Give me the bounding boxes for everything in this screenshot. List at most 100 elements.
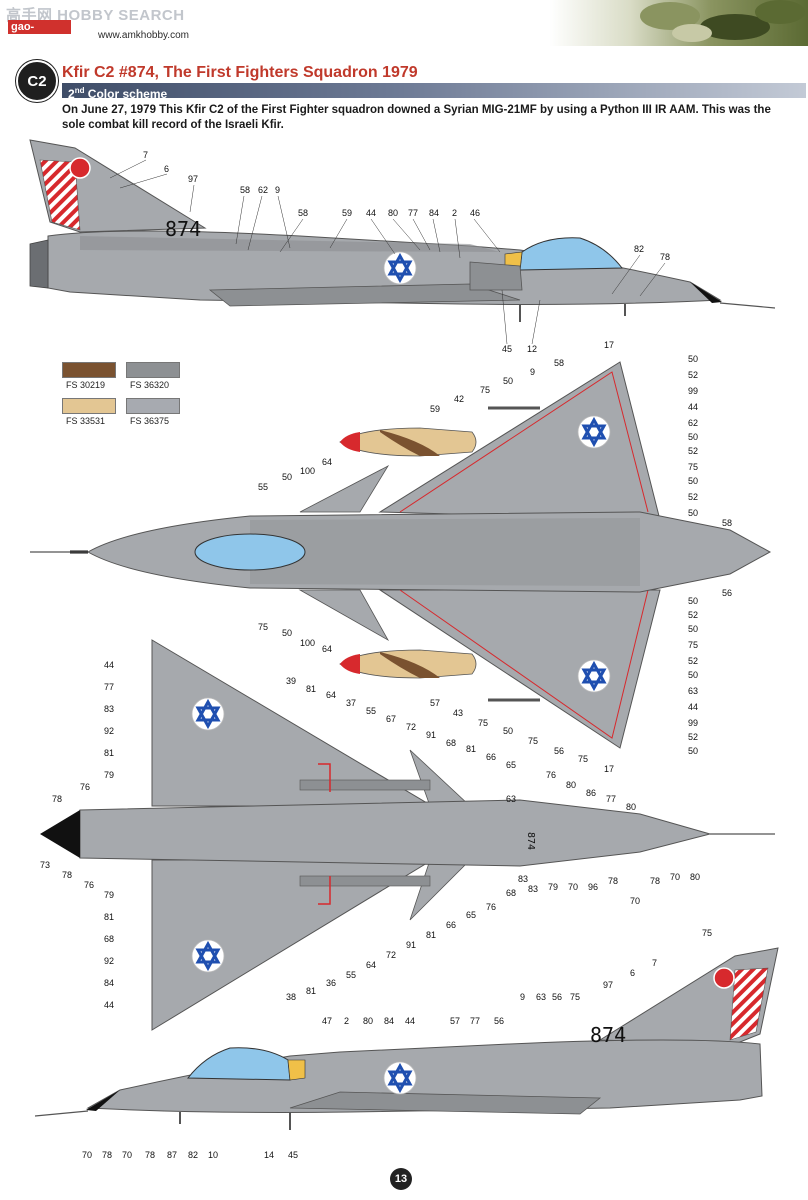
svg-text:87: 87 (167, 1150, 177, 1160)
svg-text:70: 70 (82, 1150, 92, 1160)
svg-text:72: 72 (386, 950, 396, 960)
svg-text:70: 70 (568, 882, 578, 892)
svg-text:99: 99 (688, 386, 698, 396)
svg-text:52: 52 (688, 610, 698, 620)
svg-text:50: 50 (688, 596, 698, 606)
scheme-bar (62, 83, 806, 98)
svg-text:81: 81 (104, 912, 114, 922)
svg-text:76: 76 (84, 880, 94, 890)
svg-text:78: 78 (145, 1150, 155, 1160)
svg-text:75: 75 (688, 462, 698, 472)
svg-text:10: 10 (208, 1150, 218, 1160)
svg-text:14: 14 (264, 1150, 274, 1160)
svg-text:77: 77 (408, 208, 418, 218)
svg-text:70: 70 (122, 1150, 132, 1160)
svg-text:55: 55 (258, 482, 268, 492)
svg-text:36: 36 (326, 978, 336, 988)
svg-text:78: 78 (650, 876, 660, 886)
svg-text:44: 44 (688, 402, 698, 412)
svg-text:78: 78 (660, 252, 670, 262)
svg-text:80: 80 (566, 780, 576, 790)
svg-text:78: 78 (62, 870, 72, 880)
svg-text:86: 86 (586, 788, 596, 798)
svg-text:58: 58 (298, 208, 308, 218)
side-top-leaders (109, 159, 666, 345)
svg-text:84: 84 (104, 978, 114, 988)
svg-text:84: 84 (429, 208, 439, 218)
profile-description: On June 27, 1979 This Kfir C2 of the Fir… (62, 104, 771, 131)
svg-text:92: 92 (104, 956, 114, 966)
svg-text:63: 63 (506, 794, 516, 804)
svg-text:50: 50 (503, 726, 513, 736)
svg-text:50: 50 (688, 354, 698, 364)
svg-text:81: 81 (306, 986, 316, 996)
svg-text:50: 50 (503, 376, 513, 386)
svg-text:82: 82 (634, 244, 644, 254)
svg-text:70: 70 (630, 896, 640, 906)
swatch-label: FS 33531 (66, 416, 106, 426)
svg-text:68: 68 (104, 934, 114, 944)
svg-text:52: 52 (688, 370, 698, 380)
svg-text:7: 7 (652, 958, 657, 968)
svg-text:2: 2 (452, 208, 457, 218)
svg-text:73: 73 (40, 860, 50, 870)
svg-text:80: 80 (388, 208, 398, 218)
svg-text:50: 50 (688, 508, 698, 518)
svg-text:56: 56 (554, 746, 564, 756)
svg-text:45: 45 (502, 344, 512, 354)
svg-text:9: 9 (530, 367, 535, 377)
site-url[interactable]: www.amkhobby.com (98, 30, 189, 41)
svg-text:84: 84 (384, 1016, 394, 1026)
svg-text:75: 75 (570, 992, 580, 1002)
svg-text:63: 63 (688, 686, 698, 696)
svg-text:46: 46 (470, 208, 480, 218)
svg-text:9: 9 (275, 185, 280, 195)
serial-number-right: 874 (590, 1023, 626, 1047)
page-number: 13 (390, 1168, 412, 1190)
svg-text:77: 77 (104, 682, 114, 692)
svg-text:76: 76 (80, 782, 90, 792)
swatch-label: FS 36375 (130, 416, 170, 426)
scheme-text: Color scheme (84, 87, 168, 101)
svg-text:50: 50 (688, 746, 698, 756)
svg-text:43: 43 (453, 708, 463, 718)
svg-text:2: 2 (344, 1016, 349, 1026)
svg-text:81: 81 (466, 744, 476, 754)
svg-text:80: 80 (363, 1016, 373, 1026)
svg-text:47: 47 (322, 1016, 332, 1026)
svg-text:70: 70 (670, 872, 680, 882)
svg-text:81: 81 (426, 930, 436, 940)
svg-text:66: 66 (486, 752, 496, 762)
svg-text:56: 56 (722, 588, 732, 598)
svg-text:50: 50 (688, 432, 698, 442)
svg-text:76: 76 (546, 770, 556, 780)
svg-text:44: 44 (104, 660, 114, 670)
svg-text:7: 7 (143, 150, 148, 160)
svg-text:50: 50 (282, 472, 292, 482)
svg-text:68: 68 (506, 888, 516, 898)
svg-text:83: 83 (104, 704, 114, 714)
svg-text:72: 72 (406, 722, 416, 732)
brand-logo: gao-shou.com (8, 20, 71, 47)
svg-text:44: 44 (104, 1000, 114, 1010)
svg-text:75: 75 (688, 640, 698, 650)
svg-text:50: 50 (688, 476, 698, 486)
svg-text:55: 55 (366, 706, 376, 716)
svg-text:44: 44 (688, 702, 698, 712)
svg-text:52: 52 (688, 492, 698, 502)
svg-text:77: 77 (470, 1016, 480, 1026)
svg-text:62: 62 (688, 418, 698, 428)
swatch-label: FS 30219 (66, 380, 106, 390)
svg-text:45: 45 (288, 1150, 298, 1160)
svg-text:75: 75 (702, 928, 712, 938)
svg-text:82: 82 (188, 1150, 198, 1160)
svg-text:77: 77 (606, 794, 616, 804)
svg-text:38: 38 (286, 992, 296, 1002)
svg-text:63: 63 (536, 992, 546, 1002)
svg-text:79: 79 (548, 882, 558, 892)
svg-text:92: 92 (104, 726, 114, 736)
